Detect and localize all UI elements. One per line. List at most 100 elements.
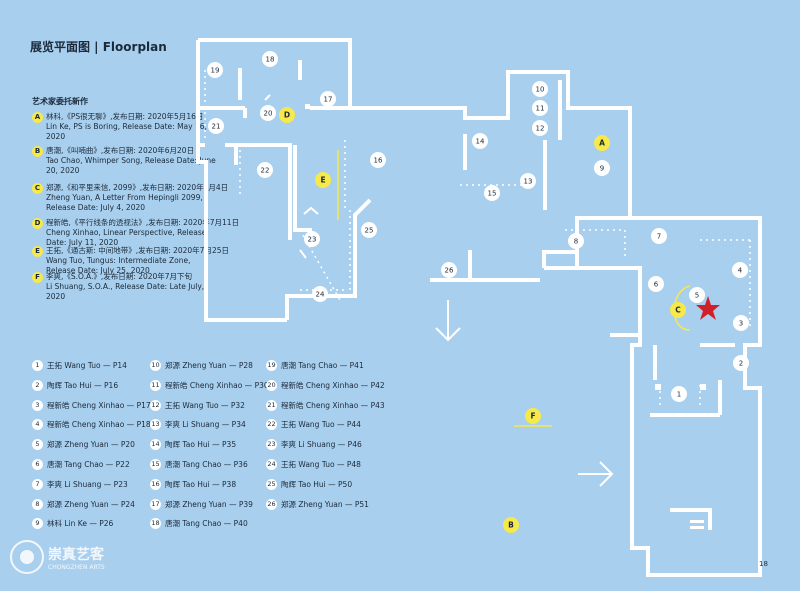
commission-badge: D [32,218,43,229]
index-number: 15 [150,459,161,470]
room-marker-8: 8 [568,233,584,249]
room-number: 2 [739,360,743,368]
room-number: 19 [211,67,220,75]
commission-letter: E [320,176,325,185]
index-text: 唐潮 Tang Chao — P41 [281,361,364,370]
index-number: 3 [32,399,43,411]
commission-letter: A [599,139,605,148]
index-number: 17 [150,498,161,510]
room-marker-9: 9 [594,160,610,176]
index-text: 唐潮 Tang Chao — P40 [165,519,248,529]
commission-marker-F: F [525,408,541,424]
index-text: 王拓 Wang Tuo — P32 [165,400,245,410]
index-number: 21 [266,399,277,411]
chevron-icon [299,249,307,259]
index-number: 13 [150,419,161,431]
room-marker-10: 10 [532,81,548,97]
commission-marker-B: B [503,517,519,533]
room-marker-6: 6 [648,276,664,292]
index-text: 陶辉 Tao Hui — P16 [47,380,119,390]
index-number: 8 [32,498,43,510]
room-marker-24: 24 [312,286,328,302]
page-title: 展览平面图 | Floorplan [30,40,167,54]
index-text: 李爽 Li Shuang — P46 [281,440,362,450]
room-number: 8 [574,238,578,246]
index-text: 程新皓 Cheng Xinhao — P42 [281,380,385,390]
commission-zh: 王拓,《通古斯: 中间地带》,发布日期: 2020年7月25日 [46,246,229,255]
commission-en: Cheng Xinhao, Linear Perspective, Releas… [46,228,207,247]
index-text: 陶辉 Tao Hui — P35 [165,440,237,450]
index-text: 唐潮 Tang Chao — P36 [165,460,248,469]
index-item: 25 陶辉 Tao Hui — P50 [266,478,353,490]
room-marker-18: 18 [262,51,278,67]
index-item: 13 李爽 Li Shuang — P34 [150,419,246,431]
room-number: 7 [657,233,661,241]
room-marker-1: 1 [671,386,687,402]
room-number: 9 [600,165,604,173]
star-icon [696,296,720,320]
room-number: 12 [536,125,545,133]
room-number: 21 [212,123,221,131]
room-number: 18 [266,56,275,64]
index-text: 郑源 Zheng Yuan — P20 [47,440,135,450]
room-marker-16: 16 [370,152,386,168]
room-number: 6 [654,281,659,289]
commission-letter: D [284,111,290,120]
room-number: 25 [365,227,374,235]
room-number: 22 [261,167,270,175]
commission-marker-E: E [315,172,331,188]
index-number: 7 [32,478,43,490]
floorplan-arrows [264,94,614,487]
index-number: 18 [150,518,161,530]
room-number: 20 [264,110,273,118]
floorplan-fixtures [305,104,706,529]
room-marker-23: 23 [304,231,320,247]
index-number: 12 [150,399,161,411]
index-number: 14 [150,439,161,451]
arrow-down-icon [435,300,461,342]
index-number: 4 [32,419,43,431]
index-item: 14 陶辉 Tao Hui — P35 [150,439,237,451]
commission-marker-A: A [594,135,610,151]
room-marker-15: 15 [484,185,500,201]
commission-letter: B [508,521,514,530]
index-text: 王拓 Wang Tuo — P14 [47,361,127,370]
index-number: 23 [266,439,277,451]
index-text: 陶辉 Tao Hui — P50 [281,479,353,489]
index-text: 李爽 Li Shuang — P34 [165,420,246,430]
commission-en: Lin Ke, PS is Boring, Release Date: May … [46,122,207,141]
room-marker-12: 12 [532,120,548,136]
room-number: 4 [738,267,743,275]
room-marker-3: 3 [733,315,749,331]
marker-c-arc [673,285,691,331]
index-number: 9 [32,518,43,530]
commission-marker-C: C [670,302,686,318]
index-number: 1 [32,360,43,371]
room-marker-25: 25 [361,222,377,238]
index-number: 25 [266,478,277,490]
commission-badge: C [32,183,43,194]
room-marker-7: 7 [651,228,667,244]
commission-zh: 林科,《PS很无聊》,发布日期: 2020年5月16日 [46,112,204,121]
commission-zh: 郑源,《和平里来信, 2099》,发布日期: 2020年7月4日 [46,183,229,192]
room-number: 10 [536,86,545,94]
room-marker-4: 4 [732,262,748,278]
index-number: 24 [266,459,277,470]
index-number: 10 [150,360,161,371]
room-number: 1 [677,391,681,399]
commission-letter: C [675,306,681,315]
